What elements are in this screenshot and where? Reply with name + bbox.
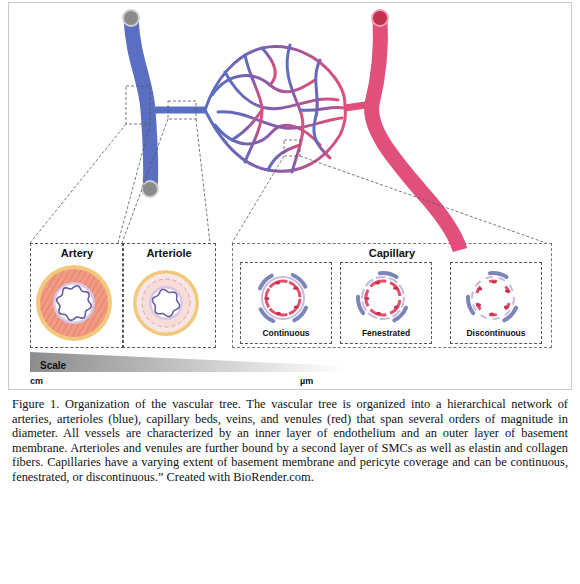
- vessel-cap: [123, 10, 139, 26]
- zoom-box: Artery: [30, 243, 124, 348]
- scale-wedge: [30, 352, 345, 372]
- scale-end-label: µm: [300, 376, 313, 386]
- vessel-label: Capillary: [233, 247, 551, 259]
- vein-vessel: [372, 18, 460, 250]
- vessel-label: Artery: [31, 247, 123, 259]
- capillary-type-box: Continuous: [240, 262, 332, 344]
- leader-lines: [30, 86, 546, 243]
- figure-frame: [9, 3, 572, 390]
- arteriole-cross-section: [133, 270, 199, 336]
- scale-label: Scale: [40, 360, 66, 371]
- zoom-box: Arteriole: [122, 243, 216, 348]
- artery-vessel: [131, 18, 151, 188]
- capillary-type-label: Discontinuous: [451, 328, 541, 338]
- artery-cross-section: [36, 265, 112, 341]
- zoom-box: CapillaryContinuous Fenestrated Discontinu…: [232, 243, 552, 348]
- capillary-cross-sections: [260, 273, 516, 321]
- figure-caption: Figure 1. Organization of the vascular t…: [12, 397, 568, 485]
- scale-end-label: cm: [30, 376, 43, 386]
- vessel-label: Arteriole: [123, 247, 215, 259]
- arteriole-vessel: [150, 107, 205, 114]
- capillary-bed: [205, 45, 345, 172]
- capillary-type-box: Fenestrated: [340, 262, 432, 344]
- capillary-type-box: Discontinuous: [450, 262, 542, 344]
- capillary-type-label: Continuous: [241, 328, 331, 338]
- vessel-cap: [142, 181, 158, 197]
- vessel-cap: [372, 10, 388, 26]
- capillary-type-label: Fenestrated: [341, 328, 431, 338]
